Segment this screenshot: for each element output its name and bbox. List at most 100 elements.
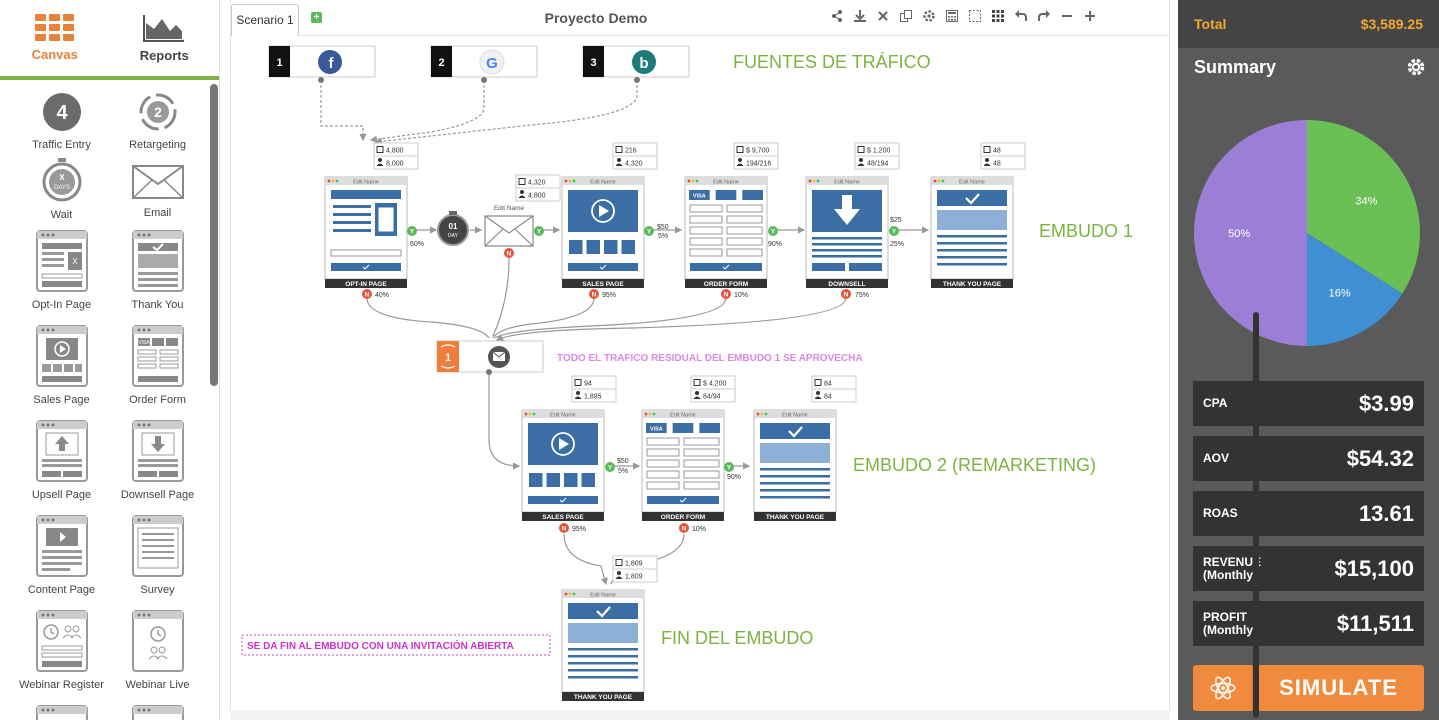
wait-node[interactable]: 01 DAY (437, 211, 469, 246)
no-badge (559, 523, 569, 533)
tab-reports[interactable]: Reports (110, 0, 220, 76)
palette-order-form[interactable]: VISA Order Form (110, 325, 205, 406)
no-badge (679, 523, 689, 533)
node-label: THANK YOU PAGE (943, 281, 1002, 288)
stat-value: 94 (584, 381, 592, 388)
palette-survey[interactable]: Survey (110, 515, 205, 596)
simulate-label: SIMULATE (1279, 675, 1398, 700)
yes-percent: 90% (727, 474, 741, 481)
zoom-in-icon[interactable] (1078, 8, 1101, 28)
stat-value: 4,320 (528, 180, 546, 187)
source-facebook[interactable]: 1 f (268, 45, 376, 83)
undo-icon[interactable] (1009, 8, 1032, 28)
copy-icon[interactable] (894, 8, 917, 28)
metric-profit: PROFIT (Monthly) $11,511 (1193, 601, 1424, 646)
palette-wait[interactable]: X DAYS Wait (14, 158, 109, 221)
palette-optin-page[interactable]: X Opt-In Page (14, 230, 109, 311)
stat-value: 194/216 (746, 161, 771, 168)
svg-text:2: 2 (154, 104, 162, 120)
palette-email[interactable]: Email (110, 162, 205, 219)
tab-canvas[interactable]: Canvas (0, 0, 110, 76)
edit-name: Edit Name (590, 593, 616, 599)
canvas-scrollbar-horizontal[interactable] (230, 710, 1170, 720)
share-icon[interactable] (825, 8, 848, 28)
download-icon[interactable] (848, 8, 871, 28)
select-icon[interactable] (963, 8, 986, 28)
palette-more-2[interactable] (110, 705, 205, 720)
palette-retargeting[interactable]: 2 Retargeting (110, 92, 205, 151)
funnel-canvas[interactable]: 1 f 2 G 3 b FUENTES DE TRÁFIC (231, 36, 1170, 710)
pie-label-1: 16% (1329, 287, 1351, 299)
yes-percent: 5% (658, 233, 668, 240)
palette-label: Email (143, 207, 172, 219)
zoom-out-icon[interactable] (1055, 8, 1078, 28)
envelope-icon (131, 165, 184, 199)
pie-label-2: 50% (1228, 228, 1250, 240)
area-chart-icon (143, 15, 185, 42)
thank-you-page-icon (131, 230, 184, 292)
page-icon (131, 705, 184, 720)
palette-label: Webinar Live (125, 679, 190, 691)
edit-name: Edit Name (670, 413, 696, 419)
svg-text:2: 2 (438, 57, 444, 69)
palette-content-page[interactable]: Content Page (14, 515, 109, 596)
svg-text:Y: Y (771, 229, 776, 236)
pie-label-0: 34% (1355, 195, 1377, 207)
stat-value: $ 9,700 (746, 148, 769, 155)
simulate-button[interactable]: SIMULATE (1193, 665, 1424, 711)
palette-more-1[interactable] (14, 705, 109, 720)
total-bar: Total $3,589.25 (1178, 0, 1439, 48)
open-invite-note: SE DA FIN AL EMBUDO CON UNA INVITACIÓN A… (241, 634, 551, 656)
svg-text:N: N (507, 251, 512, 258)
yes-percent: 25% (890, 241, 904, 248)
palette-traffic-entry[interactable]: 4 Traffic Entry (14, 92, 109, 151)
source-bing[interactable]: 3 b (582, 45, 690, 83)
optin-page-icon: X (35, 230, 88, 292)
edit-name: Edit Name (353, 180, 379, 186)
yes-percent: 90% (768, 241, 782, 248)
palette-label: Retargeting (129, 139, 186, 151)
palette-sales-page[interactable]: Sales Page (14, 325, 109, 406)
redo-icon[interactable] (1032, 8, 1055, 28)
palette-thank-you[interactable]: Thank You (110, 230, 205, 311)
stat-box-order1: $ 9,700 194/216 (733, 142, 779, 170)
retarget-node[interactable]: 1 (436, 340, 544, 375)
facebook-icon (318, 50, 342, 74)
checkbox-icon (376, 146, 384, 153)
canvas-area[interactable]: Scenario 1 + Proyecto Demo (230, 0, 1170, 710)
close-icon[interactable] (871, 8, 894, 28)
user-icon (617, 571, 621, 575)
email-node[interactable]: Edit Name (484, 205, 534, 247)
svg-text:N: N (844, 292, 849, 299)
svg-text:01: 01 (449, 222, 458, 231)
edit-name: Edit Name (834, 180, 860, 186)
palette-downsell-page[interactable]: Downsell Page (110, 420, 205, 501)
metric-cpa: CPA $3.99 (1193, 381, 1424, 426)
palette-upsell-page[interactable]: Upsell Page (14, 420, 109, 501)
no-percent: 95% (572, 526, 586, 533)
add-scenario-button[interactable]: + (311, 12, 322, 23)
palette-webinar-live[interactable]: Webinar Live (110, 610, 205, 691)
summary-scrollbar[interactable] (1253, 312, 1259, 718)
gear-icon[interactable] (917, 8, 940, 28)
grid-icon[interactable] (986, 8, 1009, 28)
content-page-icon (35, 515, 88, 577)
calculator-icon[interactable] (940, 8, 963, 28)
palette: 4 Traffic Entry 2 Retargeting X (0, 84, 210, 720)
gear-icon[interactable] (1407, 58, 1425, 76)
palette-webinar-register[interactable]: Webinar Register (14, 610, 109, 691)
source-google[interactable]: 2 G (430, 45, 538, 83)
sidebar-scrollbar[interactable] (210, 84, 218, 386)
summary-pie-chart: 34% 16% 50% (1194, 120, 1420, 346)
tab-scenario-1[interactable]: Scenario 1 (231, 4, 299, 36)
